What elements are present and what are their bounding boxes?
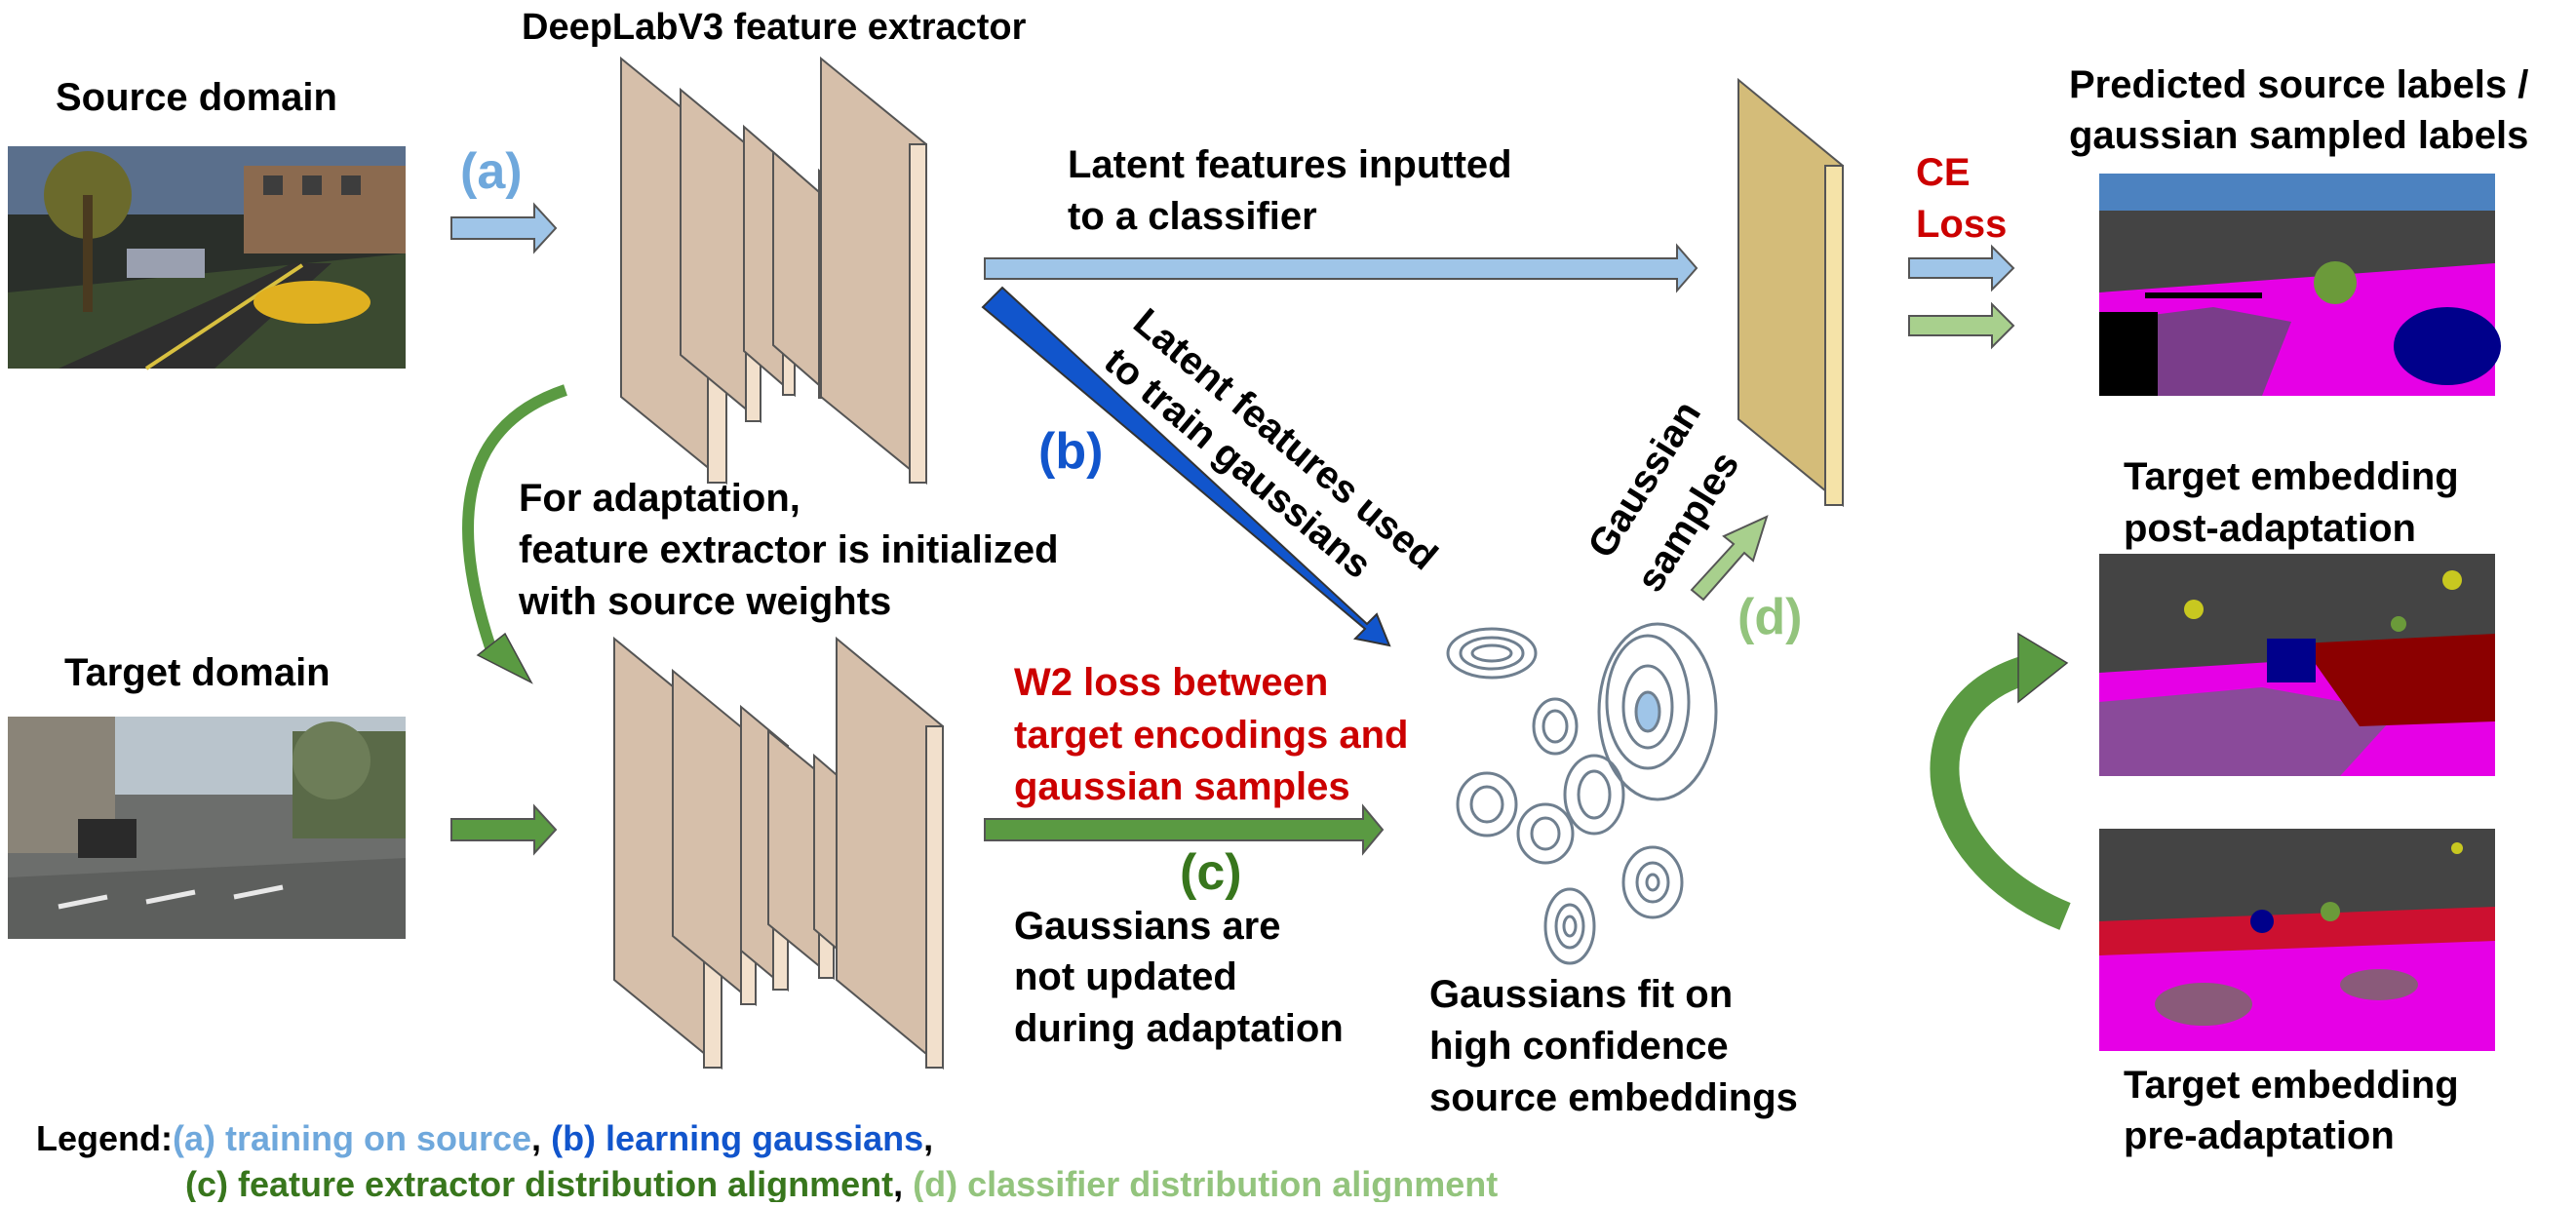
- label-target-domain: Target domain: [64, 651, 331, 694]
- legend-comma-1: ,: [531, 1118, 541, 1158]
- label-not-updated-2: not updated: [1014, 955, 1237, 998]
- label-adapt-3: with source weights: [518, 580, 891, 623]
- arrow-c-w2: [984, 803, 1385, 856]
- label-not-updated-3: during adaptation: [1014, 1007, 1344, 1050]
- arrow-ce-green: [1908, 301, 2015, 350]
- label-w2-2: target encodings and: [1014, 714, 1409, 757]
- legend-comma-2: ,: [923, 1118, 933, 1158]
- feature-extractor-target: [613, 636, 944, 1071]
- classifier-block: [1737, 77, 1844, 508]
- label-latent-gauss-1: Latent features used: [1125, 300, 1445, 578]
- label-latent-classifier-1: Latent features inputted: [1068, 143, 1512, 186]
- post-adaptation-map: [2099, 554, 2495, 776]
- label-adapt-2: feature extractor is initialized: [519, 528, 1059, 571]
- fe-panel-6: [820, 56, 927, 486]
- label-predicted-2: gaussian sampled labels: [2069, 114, 2528, 157]
- pre-adaptation-map: [2099, 829, 2495, 1051]
- label-w2-3: gaussian samples: [1014, 765, 1350, 808]
- legend-prefix: Legend:: [36, 1118, 173, 1158]
- arrow-d-gaussian-samples: [1690, 515, 1769, 602]
- legend-c: (c) feature extractor distribution align…: [185, 1164, 893, 1202]
- arrow-a-source: [450, 202, 558, 254]
- legend-line-2: (c) feature extractor distribution align…: [185, 1164, 1498, 1202]
- gaussian-contours: [1446, 622, 1718, 965]
- label-post-1: Target embedding: [2124, 455, 2459, 498]
- tag-d: (d): [1737, 589, 1802, 645]
- legend-b: (b) learning gaussians: [551, 1118, 923, 1158]
- arrow-c-target: [450, 803, 558, 856]
- legend-line-1: Legend:(a) training on source, (b) learn…: [36, 1118, 933, 1158]
- target-image: [8, 717, 406, 939]
- label-post-2: post-adaptation: [2124, 507, 2416, 550]
- source-image: [8, 146, 406, 370]
- label-latent-classifier-2: to a classifier: [1068, 195, 1317, 238]
- arrow-latent-to-classifier: [984, 243, 1698, 293]
- label-ce-2: Loss: [1916, 203, 2007, 246]
- tag-b: (b): [1038, 423, 1103, 480]
- arrow-b-latent-to-gaussians: [981, 286, 1391, 647]
- label-gauss-fit-3: source embeddings: [1429, 1076, 1798, 1119]
- feature-extractor-source: [620, 56, 927, 486]
- label-pre-2: pre-adaptation: [2124, 1114, 2395, 1157]
- diagram-title: DeepLabV3 feature extractor: [522, 7, 1027, 48]
- label-ce-1: CE: [1916, 151, 1971, 194]
- label-source-domain: Source domain: [56, 76, 337, 119]
- label-gauss-fit-2: high confidence: [1429, 1025, 1729, 1068]
- tag-c: (c): [1180, 844, 1242, 901]
- predicted-labels-map: [2099, 174, 2501, 396]
- legend-d: (d) classifier distribution alignment: [913, 1164, 1498, 1202]
- label-gauss-fit-1: Gaussians fit on: [1429, 973, 1733, 1016]
- label-w2-1: W2 loss between: [1014, 661, 1328, 704]
- arrow-adaptation-init: [462, 384, 567, 684]
- legend-a: (a) training on source: [173, 1118, 531, 1158]
- label-not-updated-1: Gaussians are: [1014, 905, 1281, 948]
- legend-comma-3: ,: [893, 1164, 903, 1202]
- legend: Legend:(a) training on source, (b) learn…: [36, 1118, 1498, 1204]
- tag-a: (a): [460, 143, 523, 200]
- arrow-ce-blue: [1908, 244, 2015, 292]
- arrow-pre-to-post: [1930, 632, 2071, 930]
- label-adapt-1: For adaptation,: [519, 477, 800, 520]
- label-pre-1: Target embedding: [2124, 1064, 2459, 1107]
- fe-panel-6b: [836, 636, 944, 1071]
- label-predicted-1: Predicted source labels /: [2069, 63, 2528, 106]
